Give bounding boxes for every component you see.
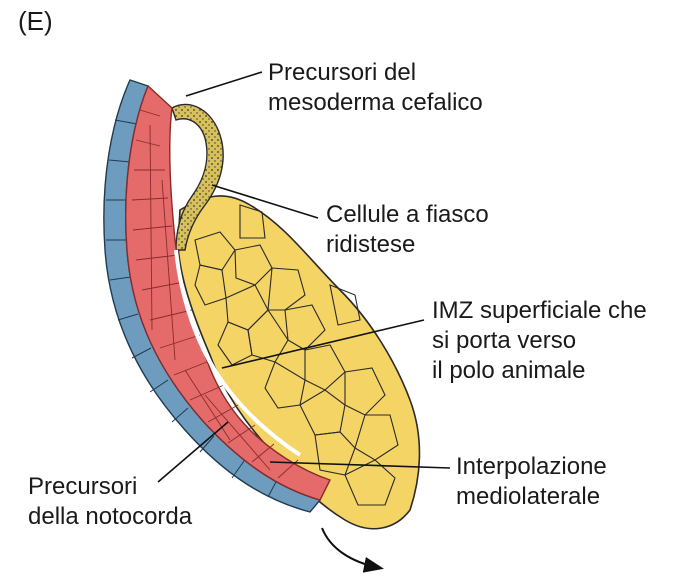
label-superficial-imz-line2: si porta verso [432,326,647,356]
label-notochord: Precursori della notocorda [28,472,192,532]
movement-arrow-icon [322,528,380,568]
label-head-mesoderm: Precursori del mesoderma cefalico [268,58,483,118]
label-head-mesoderm-line2: mesoderma cefalico [268,88,483,118]
leader-head-mesoderm [186,72,262,96]
label-notochord-line1: Precursori [28,472,192,502]
label-head-mesoderm-line1: Precursori del [268,58,483,88]
label-bottle-cells-line1: Cellule a fiasco [326,200,489,230]
label-superficial-imz-line1: IMZ superficiale che [432,296,647,326]
label-notochord-line2: della notocorda [28,502,192,532]
label-mediolateral: Interpolazione mediolaterale [456,452,607,512]
label-bottle-cells-line2: ridistese [326,230,489,260]
label-mediolateral-line2: mediolaterale [456,482,607,512]
label-bottle-cells: Cellule a fiasco ridistese [326,200,489,260]
label-mediolateral-line1: Interpolazione [456,452,607,482]
label-superficial-imz: IMZ superficiale che si porta verso il p… [432,296,647,386]
label-superficial-imz-line3: il polo animale [432,356,647,386]
panel-label: (E) [18,6,53,37]
